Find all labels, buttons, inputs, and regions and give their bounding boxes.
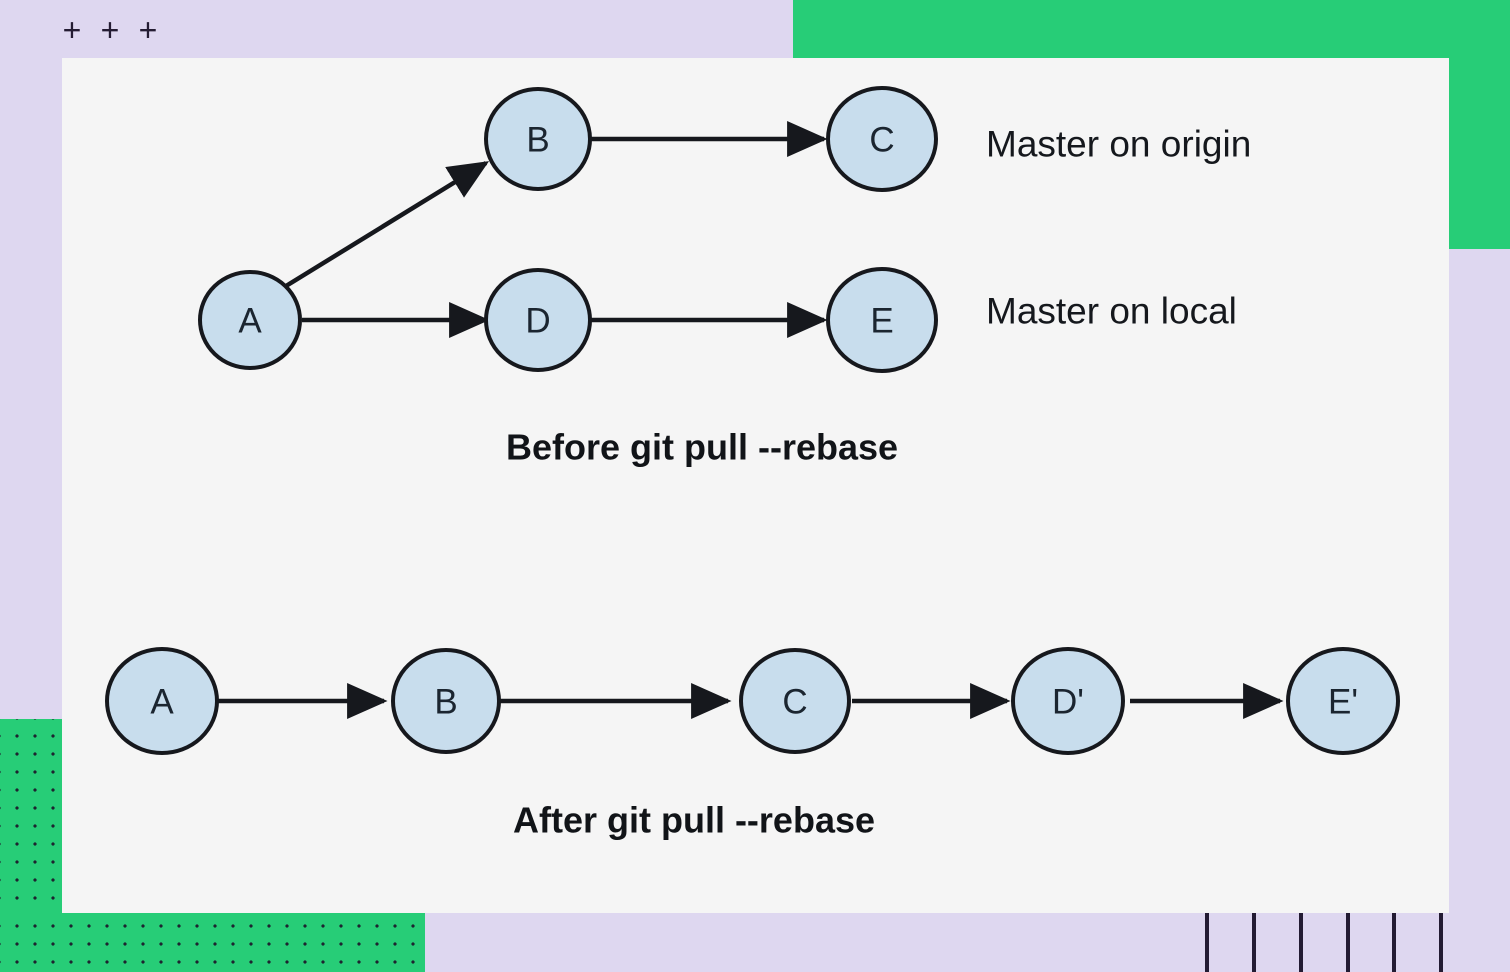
node-label: A bbox=[150, 683, 174, 722]
node-circle[interactable] bbox=[1286, 647, 1400, 755]
node-label: A bbox=[238, 302, 262, 341]
before-node-b[interactable]: B bbox=[484, 87, 592, 191]
node-circle[interactable] bbox=[484, 87, 592, 191]
decorative-dotted-block-bottom bbox=[0, 913, 425, 972]
label-master-on-origin: Master on origin bbox=[986, 124, 1251, 165]
node-label: E bbox=[870, 302, 893, 341]
node-label: E' bbox=[1328, 683, 1358, 722]
decorative-bar bbox=[1299, 913, 1303, 972]
label-master-on-local: Master on local bbox=[986, 291, 1237, 332]
after-node-b[interactable]: B bbox=[391, 648, 501, 754]
node-circle[interactable] bbox=[484, 268, 592, 372]
after-node-c[interactable]: C bbox=[739, 648, 851, 754]
decorative-bar bbox=[1392, 913, 1396, 972]
before-node-a[interactable]: A bbox=[198, 270, 302, 370]
before-node-c[interactable]: C bbox=[826, 86, 938, 192]
caption-after: After git pull --rebase bbox=[513, 800, 875, 841]
node-label: C bbox=[782, 683, 807, 722]
decorative-lavender-block-right bbox=[1449, 249, 1510, 972]
node-circle[interactable] bbox=[391, 648, 501, 754]
caption-before: Before git pull --rebase bbox=[506, 427, 898, 468]
before-node-e[interactable]: E bbox=[826, 267, 938, 373]
decorative-bar bbox=[1252, 913, 1256, 972]
before-edges bbox=[284, 121, 828, 338]
decorative-vertical-bars bbox=[1190, 913, 1460, 972]
decorative-dotted-block-left bbox=[0, 719, 62, 915]
node-circle[interactable] bbox=[826, 267, 938, 373]
before-node-d[interactable]: D bbox=[484, 268, 592, 372]
node-label: C bbox=[869, 121, 894, 160]
decorative-bar bbox=[1205, 913, 1209, 972]
decorative-bar bbox=[1439, 913, 1443, 972]
diagram-card: A B C D E Master on origin Master on loc… bbox=[62, 58, 1449, 913]
node-label: B bbox=[434, 683, 457, 722]
plus-icon: + bbox=[138, 12, 158, 48]
node-circle[interactable] bbox=[739, 648, 851, 754]
edge-a-to-b bbox=[284, 161, 490, 288]
node-circle[interactable] bbox=[105, 647, 219, 755]
node-label: B bbox=[526, 121, 549, 160]
after-node-e-prime[interactable]: E' bbox=[1286, 647, 1400, 755]
git-rebase-diagram: A B C D E Master on origin Master on loc… bbox=[105, 86, 1400, 841]
after-node-d-prime[interactable]: D' bbox=[1011, 647, 1125, 755]
plus-icon: + bbox=[100, 12, 120, 48]
decorative-plus-marks: + + + bbox=[60, 14, 160, 46]
decorative-bar bbox=[1346, 913, 1350, 972]
node-label: D bbox=[525, 302, 550, 341]
node-circle[interactable] bbox=[198, 270, 302, 370]
node-label: D' bbox=[1052, 683, 1084, 722]
plus-icon: + bbox=[62, 12, 82, 48]
node-circle[interactable] bbox=[826, 86, 938, 192]
node-circle[interactable] bbox=[1011, 647, 1125, 755]
after-node-a[interactable]: A bbox=[105, 647, 219, 755]
